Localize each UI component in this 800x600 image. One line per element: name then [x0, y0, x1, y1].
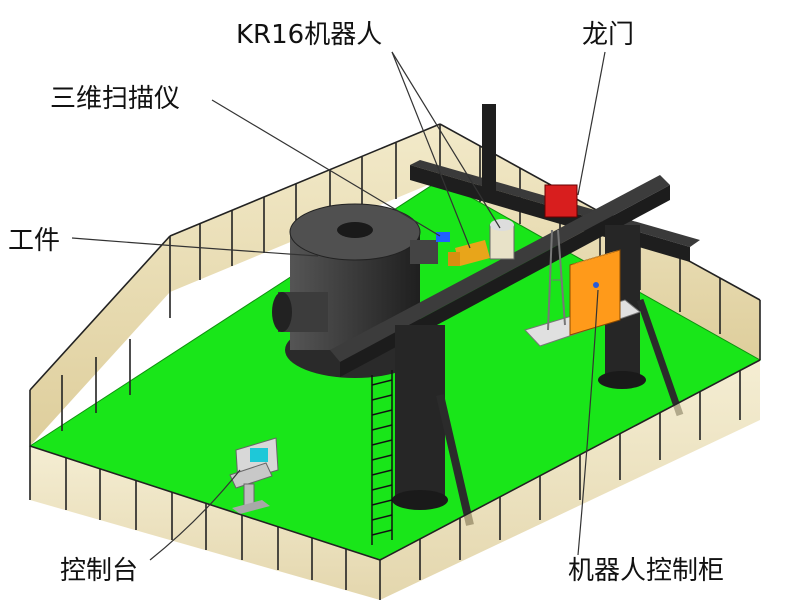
label-robot-control-cabinet: 机器人控制柜	[568, 556, 725, 586]
fence-posts-back-left	[29, 123, 441, 446]
front-fence-left	[30, 446, 380, 600]
kr16-robot	[448, 219, 515, 266]
label-control-console: 控制台	[60, 556, 139, 586]
fence-posts-front	[29, 359, 761, 600]
workpiece	[272, 203, 438, 378]
leader-lines	[71, 51, 606, 561]
label-gantry: 龙门	[582, 20, 635, 50]
3d-scanner	[436, 232, 450, 242]
label-workpiece: 工件	[8, 226, 61, 256]
front-fence-right	[380, 360, 760, 600]
label-kr16-robot: KR16机器人	[236, 20, 383, 50]
leader-robot-2	[391, 51, 501, 229]
leader-cabinet	[577, 289, 599, 556]
red-unit	[544, 184, 578, 218]
label-3d-scanner: 三维扫描仪	[50, 84, 181, 114]
control-console	[229, 437, 279, 514]
leader-gantry	[577, 51, 606, 196]
leader-scanner	[211, 99, 441, 237]
leader-workpiece	[71, 237, 319, 257]
ladder	[371, 370, 393, 545]
leader-robot	[391, 51, 471, 249]
robot-control-cabinet	[569, 249, 621, 336]
leader-console	[149, 469, 241, 561]
